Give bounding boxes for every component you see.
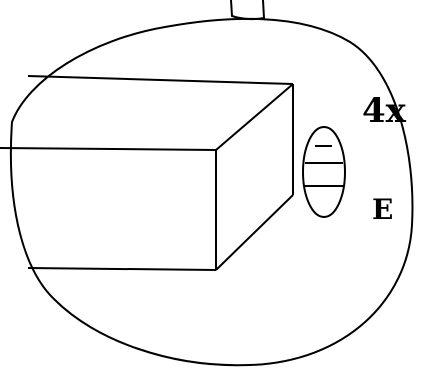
marker-label-e: E: [372, 193, 393, 226]
magnification-label: 4x: [362, 91, 407, 131]
